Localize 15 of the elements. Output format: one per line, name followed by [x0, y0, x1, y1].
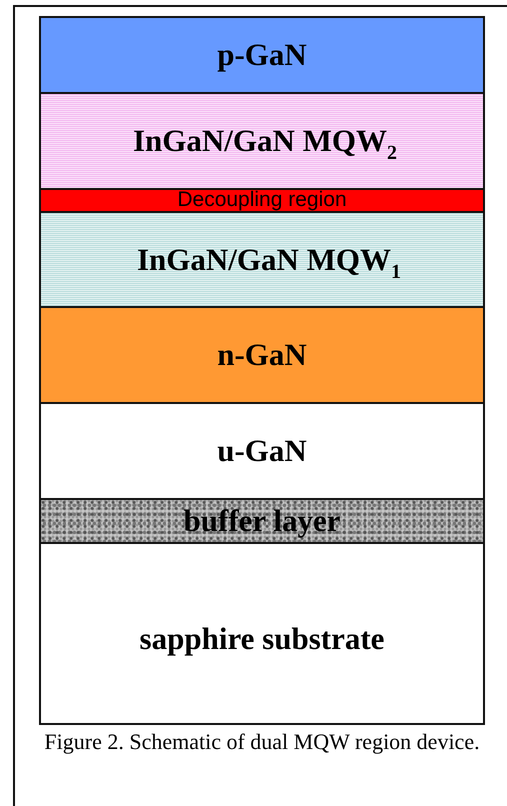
layer-label: Decoupling region	[177, 190, 347, 210]
layer-label: p-GaN	[217, 37, 307, 73]
layer-label: u-GaN	[217, 433, 307, 469]
layer-label: InGaN/GaN MQW$_{2}$	[132, 123, 398, 159]
p-gan-layer	[41, 18, 483, 92]
decoupling-layer	[41, 188, 483, 211]
mqw-layer	[41, 92, 483, 188]
n-gan-layer	[41, 306, 483, 402]
layer-label: InGaN/GaN MQW$_{1}$	[136, 242, 402, 278]
figure-caption: Figure 2. Schematic of dual MQW region device.	[43, 728, 481, 756]
mqw-layer	[41, 211, 483, 306]
layer-label: buffer layer	[184, 503, 340, 539]
buffer-layer	[41, 498, 483, 542]
layer-label: sapphire substrate	[140, 620, 384, 656]
layer-label: n-GaN	[217, 337, 307, 373]
